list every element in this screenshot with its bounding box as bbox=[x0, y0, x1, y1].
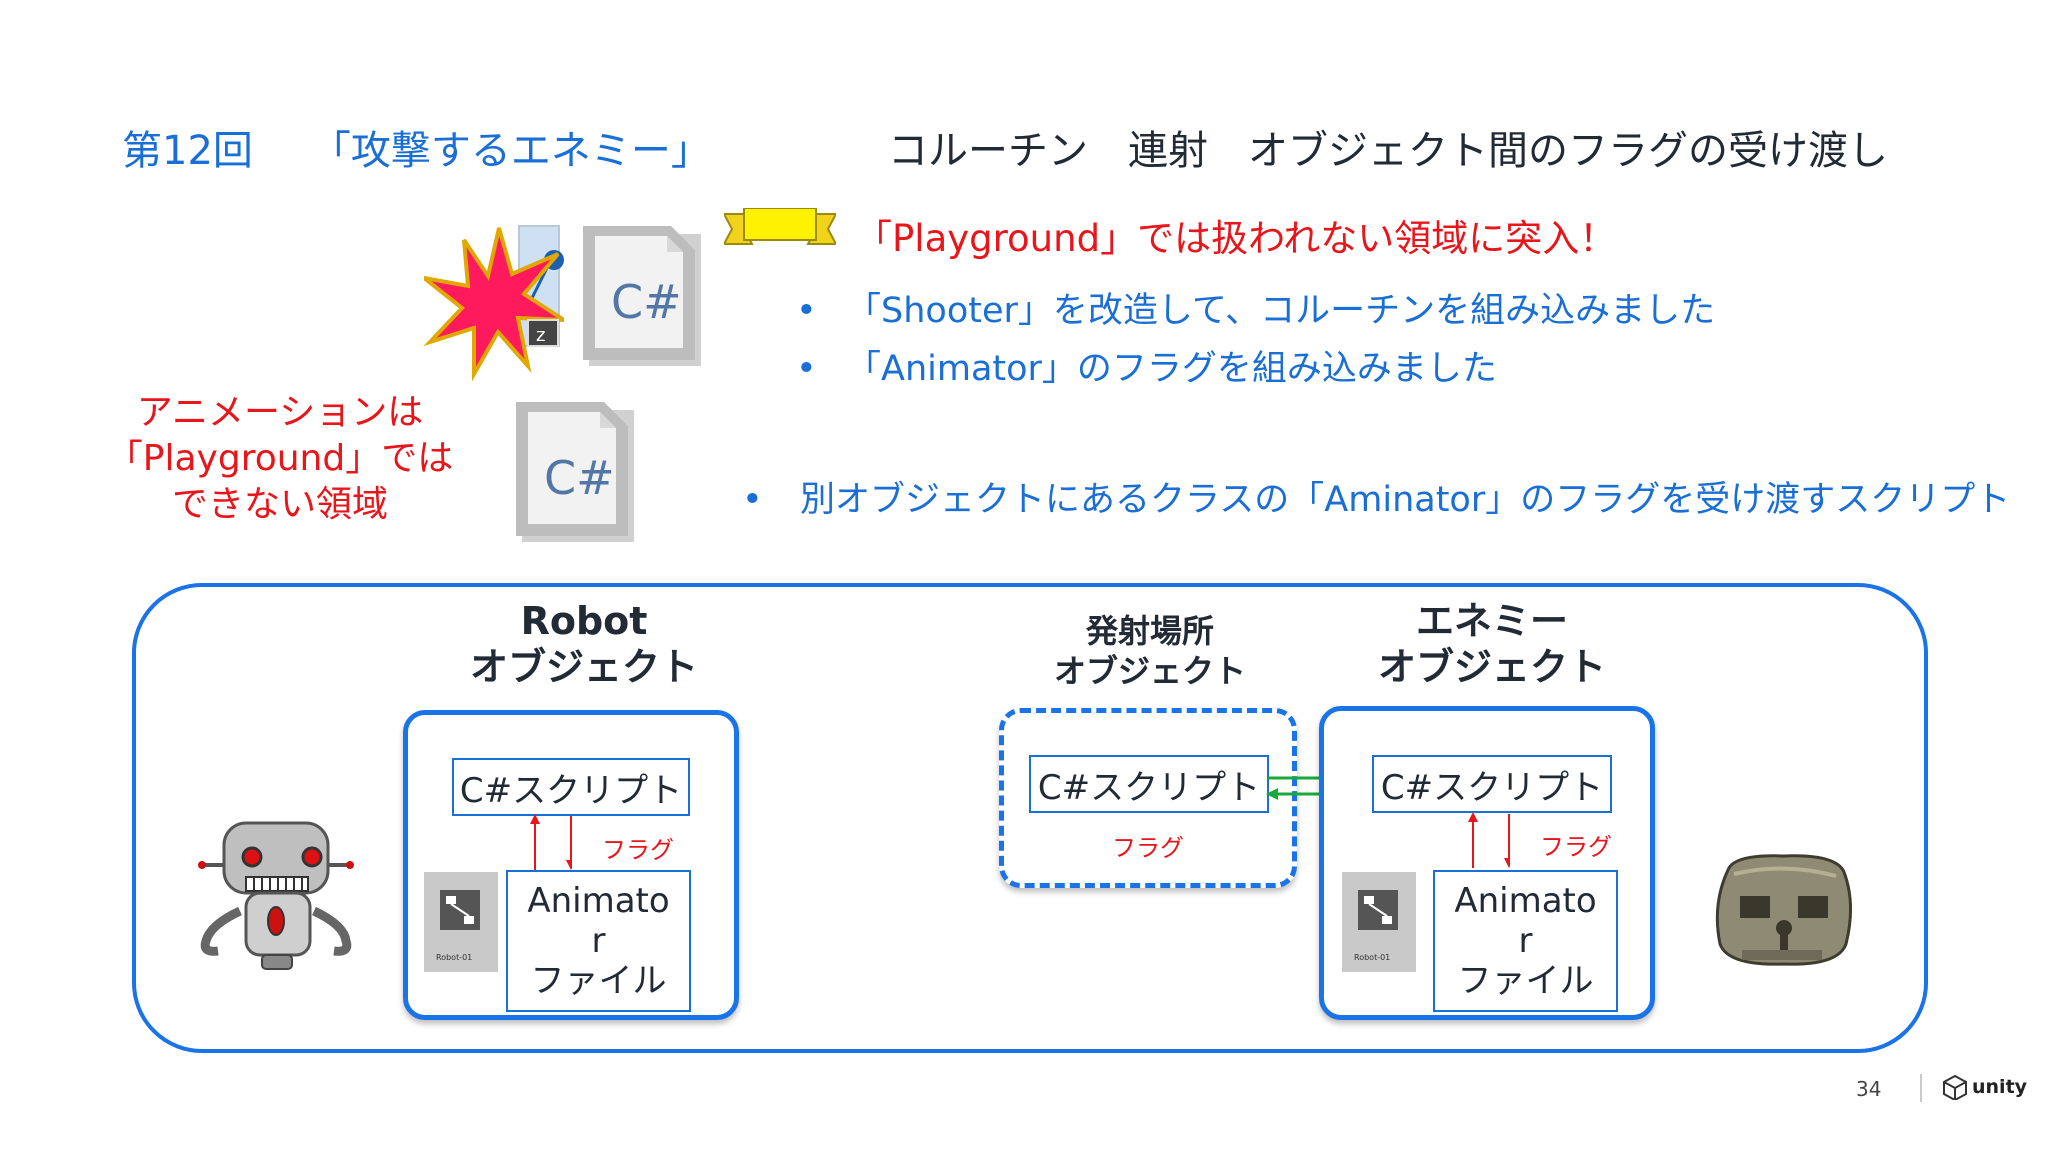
enemy-script-box: C#スクリプト bbox=[1372, 755, 1612, 813]
bullet-shooter: • 「Shooter」を改造して、コルーチンを組み込みました bbox=[796, 282, 1715, 333]
page-number: 34 bbox=[1856, 1077, 1882, 1101]
csharp-file-icon: C# bbox=[583, 226, 701, 366]
enemy-stone-character-icon bbox=[1715, 854, 1853, 966]
topics-heading: コルーチン 連射 オブジェクト間のフラグの受け渡し bbox=[888, 128, 1888, 174]
unity-wordmark: unity bbox=[1972, 1076, 2028, 1098]
csharp-label: C# bbox=[611, 275, 682, 329]
bullet-animator: • 「Animator」のフラグを組み込みました bbox=[796, 340, 1497, 391]
animator-line: r bbox=[591, 921, 606, 961]
lecture-number: 第12回 bbox=[122, 128, 253, 174]
bullet-dot: • bbox=[796, 349, 817, 389]
launch-flag-label: フラグ bbox=[1112, 834, 1184, 862]
enemy-title-line: オブジェクト bbox=[1377, 645, 1606, 689]
csharp-label: C# bbox=[544, 451, 615, 505]
burst-z-label: z bbox=[536, 325, 545, 346]
controller-label: Robot-01 bbox=[1354, 953, 1390, 962]
robot-controller-thumbnail: Robot-01 bbox=[424, 872, 498, 972]
bullet-text: 「Animator」のフラグを組み込みました bbox=[846, 349, 1497, 389]
robot-character-icon bbox=[198, 821, 354, 970]
animator-line: r bbox=[1518, 921, 1533, 961]
robot-title-line: オブジェクト bbox=[469, 645, 698, 689]
bullet-text: 「Shooter」を改造して、コルーチンを組み込みました bbox=[846, 291, 1716, 331]
launch-object-title: 発射場所 オブジェクト bbox=[1030, 611, 1270, 691]
note-line: アニメーションは bbox=[136, 392, 424, 433]
animator-line: Animato bbox=[1454, 881, 1597, 921]
enemy-animator-box: Animato r ファイル bbox=[1433, 870, 1618, 1012]
footer-divider bbox=[1920, 1074, 1922, 1102]
bullet-dot: • bbox=[796, 291, 817, 331]
burst-file-icon: z bbox=[424, 225, 564, 382]
bullet-flag-script: • 別オブジェクトにあるクラスの「Aminator」のフラグを受け渡すスクリプト bbox=[742, 471, 2010, 522]
enemy-object-title: エネミー オブジェクト bbox=[1352, 598, 1632, 690]
note-line: できない領域 bbox=[171, 484, 388, 525]
enemy-flag-arrows bbox=[1468, 812, 1510, 868]
diagram-frame bbox=[132, 583, 1928, 1053]
animator-line: ファイル bbox=[1457, 961, 1594, 1001]
launch-script-box: C#スクリプト bbox=[1029, 755, 1269, 813]
robot-flag-label: フラグ bbox=[602, 836, 674, 864]
enemy-flag-label: フラグ bbox=[1540, 833, 1612, 861]
unity-logo: unity bbox=[1942, 1074, 2027, 1100]
robot-object-title: Robot オブジェクト bbox=[444, 598, 724, 690]
robot-flag-arrows bbox=[530, 814, 572, 870]
bullet-text: 別オブジェクトにあるクラスの「Aminator」のフラグを受け渡すスクリプト bbox=[800, 480, 2011, 520]
robot-script-box: C#スクリプト bbox=[452, 758, 690, 816]
enemy-controller-thumbnail: Robot-01 bbox=[1342, 872, 1416, 972]
animation-note: アニメーションは 「Playground」では できない領域 bbox=[100, 390, 460, 528]
enemy-title-line: エネミー bbox=[1415, 599, 1568, 643]
unity-cube-icon bbox=[1943, 1074, 1967, 1100]
launch-title-line: 発射場所 bbox=[1085, 612, 1214, 650]
launch-title-line: オブジェクト bbox=[1053, 652, 1246, 690]
note-line: 「Playground」では bbox=[106, 438, 454, 479]
animator-line: Animato bbox=[527, 881, 670, 921]
robot-animator-box: Animato r ファイル bbox=[506, 870, 691, 1012]
lecture-heading: 第12回 「攻撃するエネミー」 bbox=[122, 118, 711, 176]
animator-controller-icon: Robot-01 bbox=[436, 890, 480, 962]
csharp-file-icon: C# bbox=[516, 402, 634, 542]
controller-label: Robot-01 bbox=[436, 953, 472, 962]
lecture-title: 「攻撃するエネミー」 bbox=[310, 128, 711, 174]
callout-text: 「Playground」では扱われない領域に突入！ bbox=[855, 217, 1617, 260]
robot-title-line: Robot bbox=[520, 599, 648, 643]
ribbon-icon bbox=[724, 208, 836, 245]
bullet-dot: • bbox=[742, 480, 763, 520]
animator-controller-icon: Robot-01 bbox=[1354, 890, 1398, 962]
animator-line: ファイル bbox=[530, 961, 667, 1001]
